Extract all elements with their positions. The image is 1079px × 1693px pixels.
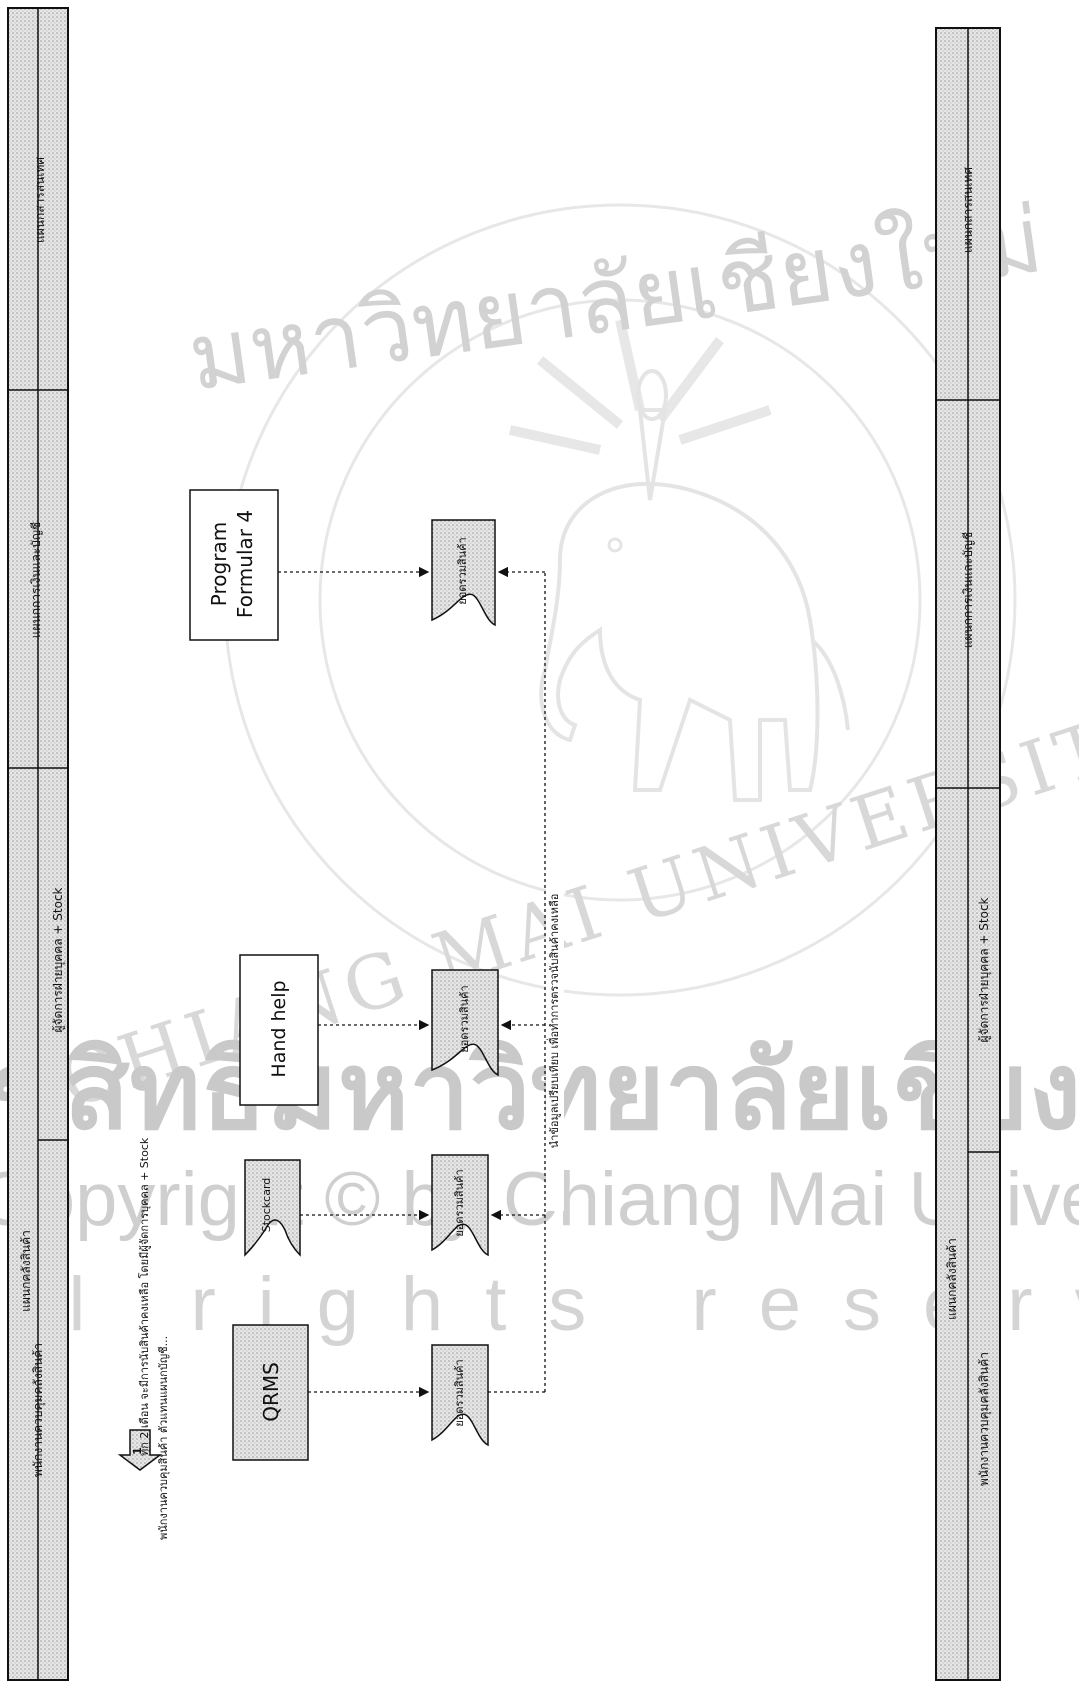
doc-total-4-label: ยอดรวมสินค้า <box>454 521 472 621</box>
right-header-hr-stock-manager: ผู้จัดการฝ่ายบุคคล + Stock <box>971 790 997 1150</box>
source-handhelp-label: Hand help <box>266 969 292 1089</box>
source-qrms-label: QRMS <box>257 1327 285 1457</box>
watermark-thai-ring: มหาวิทยาลัยเชียงใหม่ <box>182 186 1049 412</box>
doc-total-1-label: ยอดรวมสินค้า <box>451 1343 469 1443</box>
doc-total-3-label: ยอดรวมสินค้า <box>456 969 474 1069</box>
left-header-finance-dept: แผนกการเงินและบัญชี <box>23 410 49 750</box>
source-formular-label: Program Formular 4 <box>206 489 260 639</box>
right-header-finance-dept: แผนกการเงินและบัญชี <box>955 420 981 760</box>
left-header-warehouse-staff: พนักงานควบคุมคลังสินค้า <box>25 1260 51 1560</box>
comparison-note: นำข้อมูลเปรียบเทียบ เพื่อทำการตรวจนับสิน… <box>546 831 564 1211</box>
right-header-warehouse-staff: พนักงานควบคุมคลังสินค้า <box>971 1269 997 1569</box>
left-header-hr-stock-manager: ผู้จัดการฝ่ายบุคคล + Stock <box>45 780 71 1140</box>
right-header-it-dept: แผนกสารสนเทศ <box>955 50 981 370</box>
left-header-it-dept: แผนกสารสนเทศ <box>27 40 53 360</box>
doc-total-2-label: ยอดรวมสินค้า <box>451 1153 469 1253</box>
step-description-line-2: พนักงานควบคุมสินค้า ตัวแทนแผนกบัญชี... <box>156 1120 172 1540</box>
right-header-warehouse-dept: แผนกคลังสินค้า <box>939 1129 965 1429</box>
source-stockcard-label: Stockcard <box>258 1160 276 1250</box>
step-description-line-1: ทุก 2 เดือน จะมีการนับสินค้าคงเหลือ โดยม… <box>137 1036 153 1456</box>
